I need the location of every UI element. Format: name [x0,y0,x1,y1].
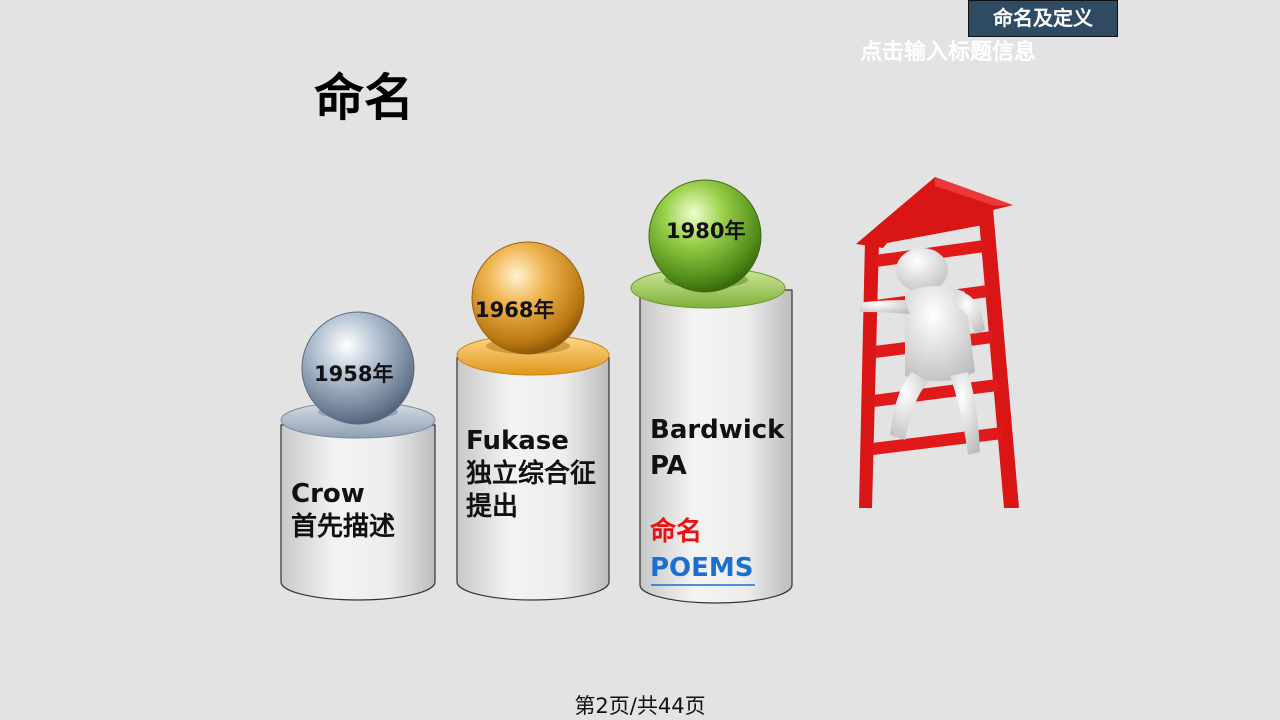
pedestal-1968 [456,241,610,601]
caption-1968: Fukase 独立综合征 提出 [466,425,596,524]
page-indicator: 第2页/共44页 [574,694,706,718]
page-title: 命名 [314,69,414,127]
section-tag: 命名及定义 [968,0,1118,37]
caption-line: PA [650,451,687,481]
caption-line: Bardwick [650,415,785,445]
caption-line: 首先描述 [291,512,396,542]
pedestal-1958 [280,311,436,601]
caption-line: Fukase [466,426,569,456]
pedestal-1980 [630,179,793,604]
caption-line: Crow [291,479,365,509]
caption-1980: Bardwick PA 命名 POEMS [650,412,784,586]
highlight-naming: 命名 [650,517,703,547]
highlight-poems[interactable]: POEMS [650,553,754,583]
year-label-1958: 1958年 [314,362,394,386]
caption-line: 提出 [466,492,519,522]
caption-line: 独立综合征 [466,459,597,489]
year-label-1968: 1968年 [475,298,555,322]
caption-1958: Crow 首先描述 [291,478,395,544]
year-label-1980: 1980年 [666,219,746,243]
placeholder-title[interactable]: 点击输入标题信息 [860,40,1037,65]
climbing-figure [858,248,985,455]
